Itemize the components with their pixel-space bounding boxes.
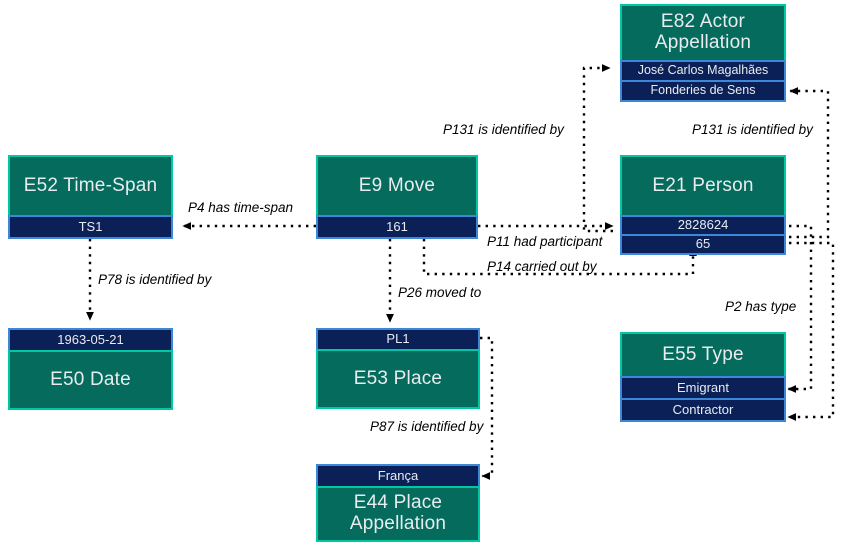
- node-e55-type[interactable]: E55 Type Emigrant Contractor: [620, 332, 786, 422]
- node-e9-move[interactable]: E9 Move 161: [316, 155, 478, 239]
- node-e55-value-contractor: Contractor: [620, 398, 786, 422]
- node-e82-actor-appellation[interactable]: E82 Actor Appellation José Carlos Magalh…: [620, 4, 786, 102]
- edge-label-p4: P4 has time-span: [188, 200, 294, 215]
- node-e9-class-label: E9 Move: [316, 155, 478, 217]
- node-e52-time-span[interactable]: E52 Time-Span TS1: [8, 155, 173, 239]
- node-e9-value-161: 161: [316, 215, 478, 239]
- edge-p14: [422, 239, 697, 276]
- edge-label-p14: P14 carried out by: [487, 259, 597, 274]
- node-e53-place[interactable]: PL1 E53 Place: [316, 328, 480, 409]
- edge-p2-contractor: [787, 241, 835, 421]
- edge-label-p2: P2 has type: [725, 299, 797, 314]
- node-e44-place-appellation[interactable]: França E44 Place Appellation: [316, 464, 480, 542]
- node-e21-class-label: E21 Person: [620, 155, 786, 217]
- edge-label-p87: P87 is identified by: [370, 419, 484, 434]
- node-e50-date[interactable]: 1963-05-21 E50 Date: [8, 328, 173, 410]
- edge-label-p11: P11 had participant: [487, 234, 603, 249]
- node-e53-class-label: E53 Place: [316, 349, 480, 409]
- node-e21-value-2828624: 2828624: [620, 215, 786, 236]
- node-e53-value-pl1: PL1: [316, 328, 480, 351]
- edge-label-p131-right: P131 is identified by: [692, 122, 813, 137]
- node-e21-value-65: 65: [620, 234, 786, 255]
- node-e52-class-label: E52 Time-Span: [8, 155, 173, 217]
- node-e82-value-jose-carlos-magalhaes: José Carlos Magalhães: [620, 60, 786, 82]
- edge-p87: [480, 336, 494, 480]
- edge-label-p26: P26 moved to: [398, 285, 482, 300]
- node-e52-value-ts1: TS1: [8, 215, 173, 239]
- node-e50-class-label: E50 Date: [8, 350, 173, 410]
- edge-p131-left: [582, 64, 613, 233]
- node-e55-class-label: E55 Type: [620, 332, 786, 378]
- edge-p131-right: [789, 87, 830, 239]
- edge-label-p131-left: P131 is identified by: [443, 122, 564, 137]
- node-e82-value-fonderies-de-sens: Fonderies de Sens: [620, 80, 786, 102]
- node-e44-class-label: E44 Place Appellation: [316, 486, 480, 542]
- node-e82-class-label: E82 Actor Appellation: [620, 4, 786, 62]
- node-e44-value-franca: França: [316, 464, 480, 488]
- edge-label-p78: P78 is identified by: [98, 272, 212, 287]
- node-e55-value-emigrant: Emigrant: [620, 376, 786, 400]
- node-e50-value-date: 1963-05-21: [8, 328, 173, 352]
- node-e21-person[interactable]: E21 Person 2828624 65: [620, 155, 786, 255]
